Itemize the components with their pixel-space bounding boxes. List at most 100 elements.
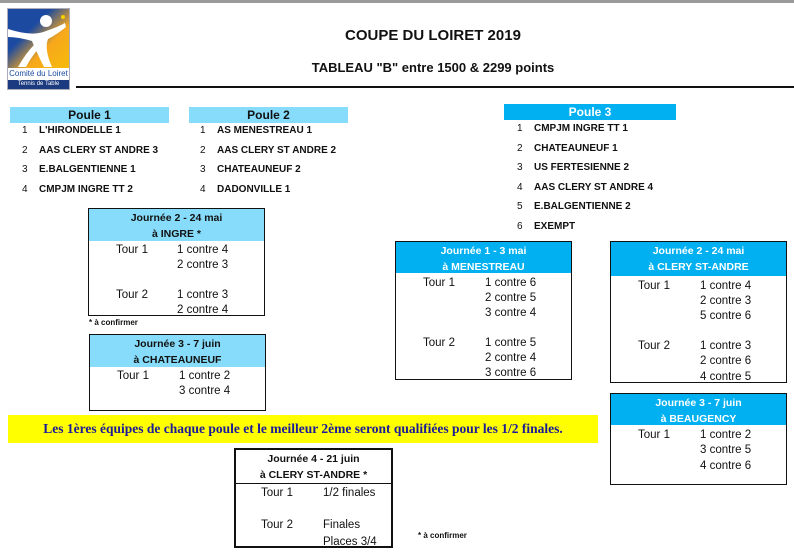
match-label: 2 contre 3	[700, 295, 752, 307]
journee-date: Journée 1 - 3 mai	[440, 245, 527, 257]
team-name: DADONVILLE 1	[217, 183, 291, 195]
journee-box: Journée 2 - 24 mai à INGRE *Tour 1 1 contr…	[88, 208, 265, 316]
journee-date: Journée 2 - 24 mai	[130, 212, 223, 224]
tour-label: Tour 1	[638, 280, 670, 292]
match-label: 1/2 finales	[323, 487, 376, 499]
match-label: Finales	[323, 519, 361, 531]
match-label: 2 contre 6	[700, 355, 752, 367]
tour-label: Tour 2	[638, 340, 670, 352]
journee-location: à CLERY ST-ANDRE *	[259, 469, 368, 481]
team-name: EXEMPT	[534, 220, 576, 232]
match-label: 4 contre 5	[700, 371, 752, 383]
match-label: 1 contre 4	[700, 280, 752, 292]
team-rank: 2	[22, 144, 28, 156]
team-item: 1 L'HIRONDELLE 1	[22, 124, 181, 138]
journee-box: Journée 2 - 24 mai à CLERY ST-ANDRE Tour 1…	[610, 241, 787, 383]
page-title: COUPE DU LOIRET 2019	[345, 27, 521, 44]
team-item: 4 CMPJM INGRE TT 2	[22, 183, 181, 197]
poule-header: Poule 2	[189, 107, 348, 123]
journee-box: Journée 3 - 7 juin à CHATEAUNEUF Tour 1 1 c…	[89, 334, 266, 411]
team-rank: 4	[22, 183, 28, 195]
logo-text: Comité du Loiret	[8, 68, 69, 80]
journee-header: Journée 3 - 7 juin à CHATEAUNEUF	[90, 335, 265, 367]
team-name: L'HIRONDELLE 1	[39, 125, 121, 136]
team-rank: 3	[200, 164, 206, 175]
team-name: CHATEAUNEUF 1	[534, 142, 618, 154]
team-rank: 4	[200, 183, 206, 195]
team-item: 6 EXEMPT	[517, 220, 689, 234]
match-label: 2 contre 4	[485, 352, 537, 364]
tour-label: Tour 2	[261, 519, 293, 531]
journee-location: à INGRE *	[151, 228, 201, 240]
match-label: Places 3/4	[323, 536, 377, 548]
team-item: 2 AAS CLERY ST ANDRE 3	[22, 144, 181, 158]
player-figure-icon	[8, 15, 66, 67]
match-label: 1 contre 3	[700, 340, 752, 352]
team-name: AAS CLERY ST ANDRE 4	[534, 181, 654, 193]
top-border	[0, 0, 794, 3]
team-rank: 5	[517, 201, 523, 212]
journee-location: à CHATEAUNEUF	[133, 354, 222, 366]
team-rank: 6	[517, 220, 523, 232]
match-label: 2 contre 5	[485, 292, 537, 304]
match-label: 3 contre 6	[485, 367, 537, 379]
logo-subtext: Tennis de Table	[8, 80, 69, 89]
team-rank: 2	[200, 144, 206, 156]
tour-label: Tour 2	[423, 337, 455, 349]
journee-date: Journée 4 - 21 juin	[267, 453, 360, 465]
confirm-note: * à confirmer	[418, 531, 467, 540]
team-rank: 2	[517, 142, 523, 154]
match-label: 1 contre 4	[177, 244, 229, 256]
team-name: AAS CLERY ST ANDRE 3	[39, 144, 159, 156]
page-subtitle: TABLEAU "B" entre 1500 & 2299 points	[311, 60, 555, 75]
comite-loiret-logo: Comité du Loiret Tennis de Table	[7, 8, 70, 90]
team-item: 4 DADONVILLE 1	[200, 183, 359, 197]
team-name: E.BALGENTIENNE 1	[39, 164, 136, 175]
header-divider	[76, 86, 794, 88]
match-label: 1 contre 5	[485, 337, 537, 349]
confirm-note: * à confirmer	[89, 318, 138, 327]
tour-label: Tour 2	[116, 289, 148, 301]
journee-date: Journée 2 - 24 mai	[652, 245, 745, 257]
team-name: CMPJM INGRE TT 2	[39, 183, 133, 195]
journee-date: Journée 3 - 7 juin	[134, 338, 221, 350]
team-name: AAS CLERY ST ANDRE 2	[217, 144, 337, 156]
tour-label: Tour 1	[638, 429, 670, 441]
match-label: 2 contre 4	[177, 304, 229, 316]
match-label: 1 contre 3	[177, 289, 229, 301]
team-rank: 1	[517, 123, 523, 134]
match-label: 5 contre 6	[700, 310, 752, 322]
team-item: 3 E.BALGENTIENNE 1	[22, 163, 181, 177]
journee-box: Journée 4 - 21 juin à CLERY ST-ANDRE * Tou…	[234, 448, 393, 548]
poule-header: Poule 3	[504, 104, 676, 120]
team-rank: 4	[517, 181, 523, 193]
team-rank: 1	[200, 125, 206, 136]
team-item: 1 CMPJM INGRE TT 1	[517, 122, 689, 136]
team-rank: 1	[22, 125, 28, 136]
team-rank: 3	[517, 162, 523, 173]
journee-location: à BEAUGENCY	[660, 413, 737, 425]
match-label: 1 contre 2	[179, 370, 231, 382]
tour-label: Tour 1	[116, 244, 148, 256]
tour-label: Tour 1	[117, 370, 149, 382]
team-rank: 3	[22, 164, 28, 175]
journee-header: Journée 2 - 24 mai à INGRE *	[89, 209, 264, 241]
tour-label: Tour 1	[423, 277, 455, 289]
match-label: 3 contre 4	[485, 307, 537, 319]
journee-location: à CLERY ST-ANDRE	[648, 261, 749, 273]
match-label: 3 contre 5	[700, 444, 752, 456]
match-label: 4 contre 6	[700, 460, 752, 472]
team-item: 2 CHATEAUNEUF 1	[517, 142, 689, 156]
team-name: CMPJM INGRE TT 1	[534, 123, 628, 134]
team-item: 2 AAS CLERY ST ANDRE 2	[200, 144, 359, 158]
match-label: 1 contre 6	[485, 277, 537, 289]
match-label: 3 contre 4	[179, 385, 231, 397]
team-name: AS MENESTREAU 1	[217, 125, 313, 136]
